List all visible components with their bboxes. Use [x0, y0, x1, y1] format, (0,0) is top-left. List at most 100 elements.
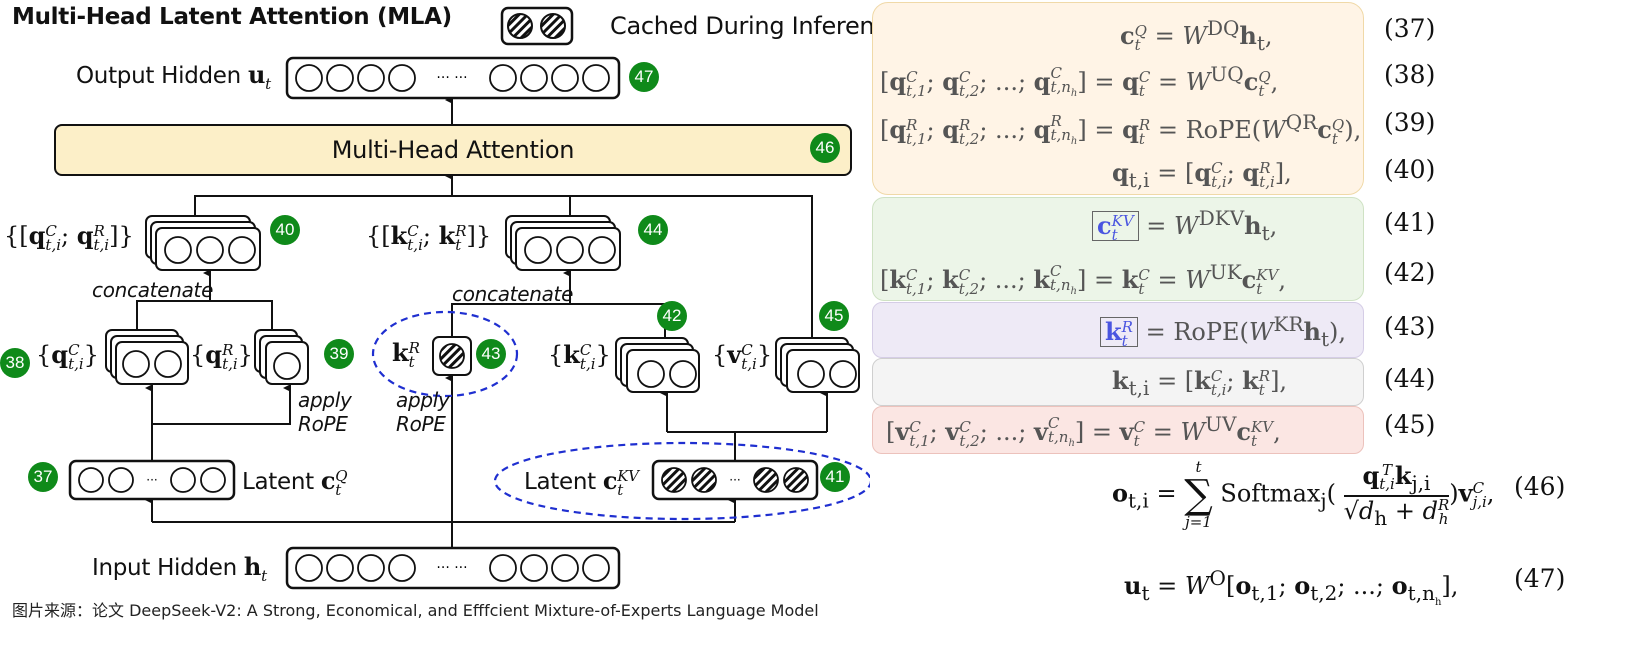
input-hidden-text: Input Hidden	[92, 555, 237, 581]
output-hidden-subscript: t	[265, 74, 271, 93]
connectors: ··· ··· ··· ··· ··· ···	[68, 56, 870, 590]
line-q-k-v-merge	[194, 195, 813, 338]
rope-key-equation-panel	[872, 302, 1364, 358]
eq-number-47: (47)	[1514, 564, 1566, 593]
apply-text-k: apply	[396, 388, 450, 412]
qc-sup: C	[45, 221, 57, 240]
badge-39: 39	[324, 339, 354, 369]
kr-sub: t	[455, 235, 462, 254]
eq-number-37: (37)	[1384, 14, 1436, 43]
kr-box	[432, 336, 472, 376]
qr-stack	[254, 329, 309, 385]
svg-text:··· ···: ··· ···	[436, 70, 467, 86]
cached-kr-ellipse	[371, 310, 519, 398]
eq-number-44: (44)	[1384, 364, 1436, 393]
k-concat-stack	[505, 215, 621, 271]
badge-37: 37	[28, 462, 58, 492]
latent-kv-sub: t	[617, 480, 623, 499]
q-concat-stack	[145, 215, 261, 271]
value-equation-panel	[872, 406, 1364, 454]
badge-47: 47	[629, 62, 659, 92]
latent-q-sub: t	[335, 480, 341, 499]
multi-head-attention-block: Multi-Head Attention	[54, 124, 852, 176]
latent-kv-text: Latent	[524, 469, 596, 495]
eq-number-39: (39)	[1384, 108, 1436, 137]
latent-q-sup: Q	[335, 466, 348, 485]
rope-fn-k: RoPE	[1173, 318, 1240, 346]
cached-legend-icon	[500, 6, 574, 46]
rope-text-k: RoPE	[396, 412, 446, 436]
badge-38: 38	[0, 348, 30, 378]
output-hidden-vector: ··· ···	[285, 56, 621, 100]
apply-text: apply	[298, 388, 352, 412]
badge-41: 41	[820, 462, 850, 492]
badge-46: 46	[810, 133, 840, 163]
concatenate-q-label: concatenate	[92, 278, 214, 302]
input-hidden-symbol: h	[243, 552, 262, 581]
qr-sup: R	[93, 221, 105, 240]
latent-kv-vector: ···	[651, 459, 819, 501]
rope-text: RoPE	[298, 412, 348, 436]
badge-44: 44	[638, 215, 668, 245]
qr-label-sup: R	[222, 340, 234, 359]
input-hidden-subscript: t	[261, 566, 267, 585]
eq-number-42: (42)	[1384, 258, 1436, 287]
qc-sub: t,i	[45, 235, 62, 254]
badge-45: 45	[819, 301, 849, 331]
kc-label-sup: C	[579, 340, 592, 359]
qc-label-sub: t,i	[68, 354, 84, 373]
input-hidden-label: Input Hidden ht	[92, 552, 267, 585]
kr-sup: R	[455, 221, 467, 240]
input-hidden-vector: ··· ···	[285, 546, 621, 590]
kc-stack	[615, 337, 700, 393]
cached-latent-kv-ellipse	[493, 441, 870, 521]
softmax-fn: Softmax	[1220, 479, 1321, 508]
latent-q-vector: ···	[68, 459, 236, 501]
eq-number-41: (41)	[1384, 208, 1436, 237]
svg-text:··· ···: ··· ···	[436, 560, 467, 576]
qc-label-sup: C	[68, 340, 80, 359]
eq-number-45: (45)	[1384, 410, 1436, 439]
badge-42: 42	[657, 301, 687, 331]
qr-label-sub: t,i	[222, 354, 238, 373]
sum-symbol: ∑	[1184, 472, 1213, 518]
latent-kv-symbol: c	[602, 466, 618, 495]
equation-47: ut = WO[ot,1; ot,2; ...; ot,nh],	[1124, 566, 1459, 608]
query-equations-panel	[872, 2, 1364, 195]
eq-number-38: (38)	[1384, 60, 1436, 89]
kc-sub: t,i	[407, 235, 423, 254]
kr-label-sup: R	[408, 338, 420, 357]
output-hidden-symbol: u	[247, 60, 266, 89]
latent-q-symbol: c	[320, 466, 336, 495]
output-hidden-label: Output Hidden ut	[76, 60, 271, 93]
sum-upper: t	[1195, 458, 1202, 476]
eq-number-40: (40)	[1384, 155, 1436, 184]
source-caption: 图片来源：论文 DeepSeek-V2: A Strong, Economica…	[12, 601, 819, 620]
svg-text:···: ···	[729, 473, 740, 487]
concatenate-k-label: concatenate	[452, 282, 574, 306]
kc-label-sub: t,i	[579, 354, 596, 373]
output-hidden-text: Output Hidden	[76, 63, 241, 89]
kr-label-sub: t	[408, 352, 415, 371]
qr-sub: t,i	[93, 235, 110, 254]
key-equation-panel	[872, 358, 1364, 406]
kv-equations-panel	[872, 197, 1364, 301]
badge-40: 40	[270, 215, 300, 245]
